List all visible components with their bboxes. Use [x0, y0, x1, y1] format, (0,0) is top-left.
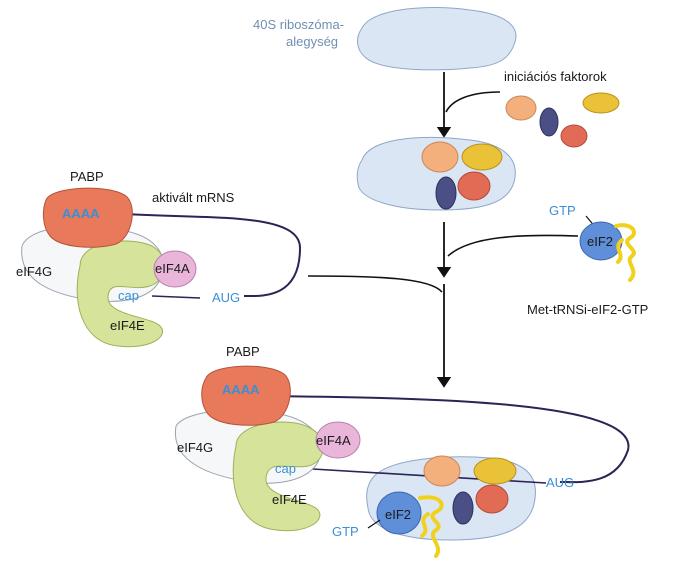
pabp-label-top: PABP: [70, 169, 104, 184]
mrna-strand-top: [109, 212, 302, 298]
met-trna-eif2-gtp-complex: [579, 215, 636, 282]
gtp-label-top: GTP: [549, 203, 576, 218]
initiation-complex-48s: [174, 365, 630, 558]
cap-label-bottom: cap: [275, 461, 296, 476]
eif4g-label-bottom: eIF4G: [177, 440, 214, 455]
aaaa-label-top: AAAA: [62, 206, 100, 221]
eif2-label-bottom: eIF2: [385, 507, 412, 522]
eif4a-label-bottom: eIF4A: [316, 433, 351, 448]
ribosome-40s-subunit: [357, 6, 517, 71]
aug-label-bottom: AUG: [546, 475, 575, 490]
eif2-label-top: eIF2: [587, 234, 614, 249]
factor-orange: [505, 95, 537, 121]
ribosome-factor-complex: [356, 137, 516, 211]
factor-red: [560, 124, 588, 148]
cap-label-top: cap: [118, 288, 139, 303]
activated-mrna-label: aktivált mRNS: [152, 190, 235, 205]
factor-yellow: [582, 92, 620, 114]
ribosome-40s-label-line1: 40S riboszóma-: [253, 17, 345, 32]
gtp-label-bottom: GTP: [332, 524, 359, 539]
eif4e-label-top: eIF4E: [110, 318, 145, 333]
aug-label-top: AUG: [212, 290, 241, 305]
aaaa-label-bottom: AAAA: [222, 382, 260, 397]
arrow-factors-join: [445, 91, 501, 113]
activated-mrna-complex: [21, 187, 302, 348]
arrow-mrna-join: [307, 275, 443, 293]
eif4a-label-top: eIF4A: [155, 261, 190, 276]
mrna-strand-final: [269, 395, 630, 484]
eif4g-label-top: eIF4G: [16, 264, 53, 279]
arrow-eif2-join: [447, 234, 579, 257]
pabp-label-bottom: PABP: [226, 344, 260, 359]
ribosome-40s-label-line2: alegység: [286, 34, 339, 49]
mrna-cap-link: [151, 295, 201, 299]
factor-purple: [539, 107, 559, 137]
eif4e-label-bottom: eIF4E: [272, 492, 307, 507]
met-trna-complex-label: Met-tRNSi-eIF2-GTP: [527, 302, 649, 317]
initiation-factors-label: iniciációs faktorok: [504, 69, 607, 84]
